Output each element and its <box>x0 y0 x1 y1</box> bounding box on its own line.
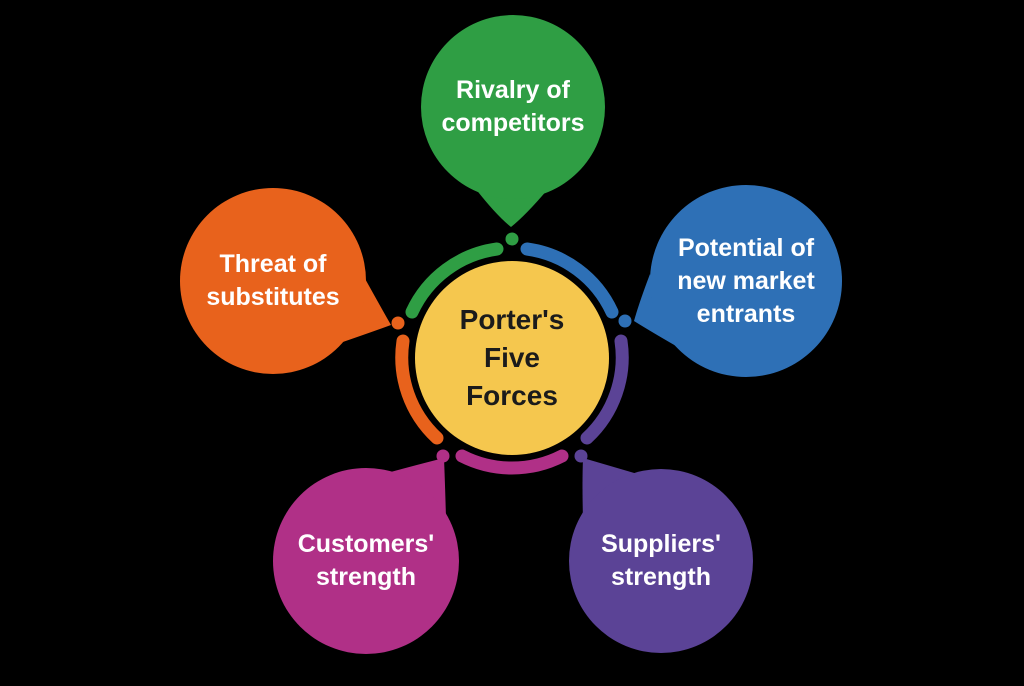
ring-arc-suppliers-strength <box>580 334 629 445</box>
ring-arc-threat-of-substitutes <box>395 334 444 445</box>
bubble-rivalry-of-competitors: Rivalry of competitors <box>421 15 605 199</box>
connector-dot-threat-of-substitutes <box>391 316 405 330</box>
bubble-potential-of-new-market-entrants: Potential of new market entrants <box>650 185 842 377</box>
bubble-label-suppliers-strength: Suppliers' strength <box>601 530 721 591</box>
ring-arc-rivalry-of-competitors <box>405 242 504 319</box>
bubble-threat-of-substitutes: Threat of substitutes <box>180 188 366 374</box>
center-title: Porter's Five Forces <box>459 303 565 412</box>
connector-dot-customers-strength <box>436 449 450 463</box>
bubble-customers-strength: Customers' strength <box>273 468 459 654</box>
bubble-suppliers-strength: Suppliers' strength <box>569 469 753 653</box>
connector-dot-suppliers-strength <box>574 449 588 463</box>
bubble-label-threat-of-substitutes: Threat of substitutes <box>206 250 340 311</box>
bubble-label-customers-strength: Customers' strength <box>297 530 435 591</box>
bubble-label-rivalry-of-competitors: Rivalry of competitors <box>441 76 585 137</box>
tail-rivalry-of-competitors <box>475 188 548 227</box>
ring-arc-customers-strength <box>455 449 569 475</box>
connector-dot-potential-of-new-market-entrants <box>618 314 632 328</box>
bubble-label-potential-of-new-market-entrants: Potential of new market entrants <box>677 233 815 328</box>
center-bubble-porters-five-forces: Porter's Five Forces <box>415 261 609 455</box>
ring-arc-potential-of-new-market-entrants <box>520 242 619 319</box>
connector-dot-rivalry-of-competitors <box>505 232 519 246</box>
